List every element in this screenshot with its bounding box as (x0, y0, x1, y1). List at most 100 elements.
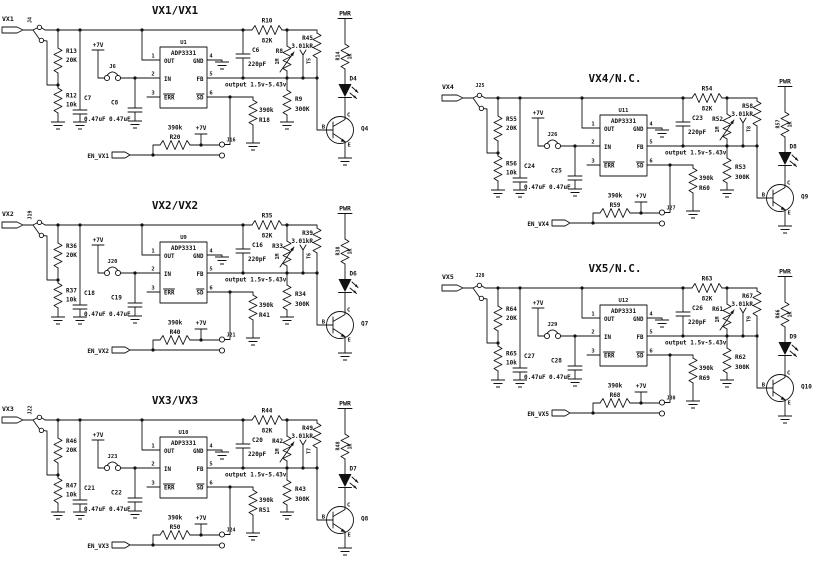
pin-name-err: ERR (164, 96, 175, 102)
res3k-value: 3.01kR (291, 43, 313, 50)
input-jack-ref: J4 (28, 17, 34, 23)
input-port-label: VX2 (2, 210, 14, 218)
pin-number: 1 (591, 312, 595, 318)
en-jumper-ref: J16 (227, 138, 236, 144)
input-cap-value: 0.47uF (84, 311, 106, 318)
resistor-symbol (282, 89, 292, 116)
capacitor-symbol (235, 224, 251, 274)
divider-top-ref: R46 (66, 438, 77, 445)
capacitor-symbol (567, 145, 583, 190)
testpoint-symbol (739, 307, 747, 337)
resistor-symbol (53, 47, 63, 74)
en-jumper-ref: J30 (667, 396, 676, 402)
pot-value: 1M (715, 126, 721, 132)
resistor-symbol (340, 238, 350, 265)
pin-name-gnd: GND (633, 127, 644, 133)
jumper-symbol (543, 332, 551, 340)
sd-res-ref: R41 (259, 312, 270, 319)
plus7v-label: +7V (636, 383, 647, 390)
capacitor-symbol (72, 419, 88, 513)
pwr-label: PWR (339, 10, 351, 18)
enable-label: EN_VX4 (527, 221, 549, 228)
schematic-block-svg: VX1/VX1 VX1 J4 R13 20K R12 10k C7 0.47uF… (1, 4, 369, 166)
in-jumper-ref: J23 (108, 454, 118, 460)
resistor-symbol (752, 100, 762, 127)
block-title: VX3/VX3 (152, 394, 198, 407)
pin-number: 4 (209, 444, 213, 450)
pin-name-in: IN (164, 77, 171, 83)
junction-dots (56, 28, 358, 157)
pot-ref: R61 (712, 306, 723, 313)
resistor-symbol (251, 220, 283, 230)
pin-number: 3 (591, 159, 594, 165)
pin-name-sd: SD (637, 164, 644, 170)
pin-name-sd: SD (197, 96, 204, 102)
fb-res-ref: R54 (702, 86, 713, 93)
pin-name-gnd: GND (193, 254, 204, 260)
pwr-res-ref: R48 (336, 441, 342, 450)
input-port-label: VX5 (442, 273, 454, 281)
output-range-label: output 1.5v-5.43v (665, 340, 727, 347)
bjt-emitter-label: E (788, 401, 791, 407)
fb-cap-value: 220pF (688, 319, 706, 326)
divider-bot-ref: R37 (66, 288, 77, 295)
bjt-collector-label: C (347, 308, 350, 314)
resistor-symbol (493, 155, 503, 182)
regulator-ic-box (159, 436, 208, 499)
pwr-rail-symbol (337, 18, 353, 45)
potentiometer-wiper-arrow (719, 309, 735, 331)
input-cap-value: 0.47uF (84, 116, 106, 123)
pin-number: 4 (209, 249, 213, 255)
ic-part-number: ADP3331 (171, 245, 197, 252)
resistor-symbol (248, 294, 258, 321)
pot-value: 1M (275, 448, 281, 454)
input-jack-ref: J19 (28, 210, 34, 219)
pin-name-fb: FB (637, 335, 644, 341)
resistor-symbol (599, 398, 631, 408)
emitter-arrowhead (780, 396, 786, 400)
jumper-symbol (658, 410, 666, 417)
sd-res-value: 390k (259, 107, 274, 114)
emitter-arrowhead (780, 206, 786, 210)
fb-cap-ref: C6 (252, 47, 260, 54)
capacitor-symbol (127, 77, 143, 122)
resistor-symbol (493, 345, 503, 372)
res3k-ref: R39 (302, 230, 313, 237)
capacitor-symbol (675, 97, 691, 147)
plus7v-label: +7V (93, 42, 104, 49)
sd-res-ref: R60 (699, 185, 710, 192)
plus7v-label: +7V (196, 515, 207, 522)
fb-cap-ref: C26 (692, 305, 703, 312)
resistor-symbol (688, 357, 698, 384)
enable-label: EN_VX5 (527, 411, 549, 418)
in-jumper-ref: J29 (548, 322, 558, 328)
divider-top-value: 20K (66, 57, 77, 64)
junction-dots (56, 223, 358, 352)
resistor-symbol (159, 140, 191, 150)
resistor-symbol (340, 43, 350, 70)
bjt-emitter-label: E (348, 338, 351, 344)
pwr-res-ref: R66 (776, 309, 782, 318)
regulator-ic-box (599, 114, 648, 177)
plus7v-label: +7V (636, 193, 647, 200)
en-jumper-ref: J21 (227, 333, 236, 339)
jumper-symbol (114, 464, 122, 472)
pin-name-gnd: GND (633, 317, 644, 323)
potentiometer-wiper-arrow (719, 119, 735, 141)
en-res-value: 390k (168, 515, 183, 522)
divider-bot-ref: R12 (66, 93, 77, 100)
pin-name-fb: FB (637, 145, 644, 151)
testpoint-ref: T8 (747, 126, 753, 132)
divider-bot-value: 10k (506, 170, 517, 177)
pin-number: 5 (649, 140, 652, 146)
bjt-collector-label: C (787, 371, 790, 377)
pin-name-out: OUT (604, 317, 615, 323)
ic-ref: U10 (179, 430, 189, 436)
pot-ref: R33 (272, 243, 283, 250)
pin-name-gnd: GND (193, 449, 204, 455)
en-res-ref: R20 (170, 134, 181, 141)
plus7v-label: +7V (533, 110, 544, 117)
sd-res-value: 390k (699, 365, 714, 372)
jumper-symbol (218, 542, 226, 549)
testpoint-symbol (299, 49, 307, 79)
